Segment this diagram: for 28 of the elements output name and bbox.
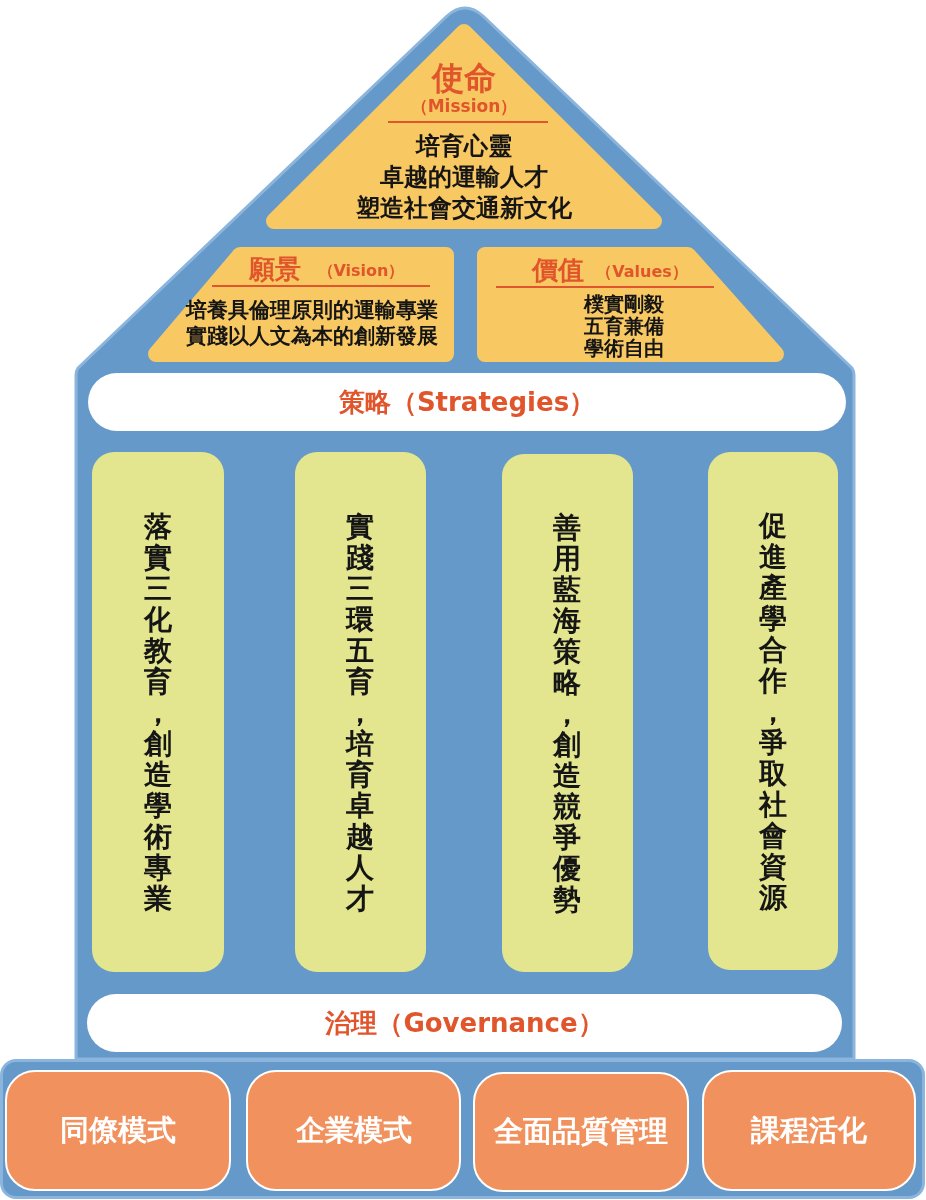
pillar: 善用藍海策略，創造競爭優勢 — [502, 454, 633, 972]
value-item: 五育兼備 — [584, 315, 664, 337]
foundation-tile: 課程活化 — [702, 1070, 916, 1191]
foundation-band — [0, 1059, 925, 1199]
pillar: 促進產學合作，爭取社會資源 — [708, 452, 838, 970]
statement-line: 培育心靈 — [416, 132, 512, 160]
value-item: 學術自由 — [584, 337, 664, 359]
triangle-panel — [266, 24, 662, 229]
title-translation: （Vision） — [317, 262, 405, 280]
statement-line: 實踐以人文為本的創新發展 — [186, 325, 438, 349]
title-translation: （Mission） — [410, 96, 518, 116]
trapezoid-panel — [477, 247, 784, 362]
foundation-tile: 同僚模式 — [5, 1070, 231, 1191]
trapezoid-panel — [148, 247, 454, 362]
panel-title: 願景 — [249, 254, 301, 284]
statement-line: 卓越的運輸人才 — [380, 163, 548, 191]
panel-title: 價值 — [532, 255, 584, 285]
pillar: 實踐三環五育，培育卓越人才 — [295, 452, 426, 972]
panel-title: 使命 — [432, 61, 496, 97]
statement-line: 培養具倫理原則的運輸專業 — [186, 299, 438, 323]
foundation-tile: 企業模式 — [246, 1070, 461, 1191]
title-translation: （Values） — [596, 263, 688, 281]
value-item: 樸實剛毅 — [584, 293, 664, 315]
section-banner: 治理（Governance） — [87, 994, 842, 1052]
section-banner: 策略（Strategies） — [88, 373, 846, 431]
statement-line: 塑造社會交通新文化 — [356, 194, 572, 222]
pillar: 落實三化教育，創造學術專業 — [92, 452, 224, 972]
foundation-tile: 全面品質管理 — [473, 1072, 689, 1192]
